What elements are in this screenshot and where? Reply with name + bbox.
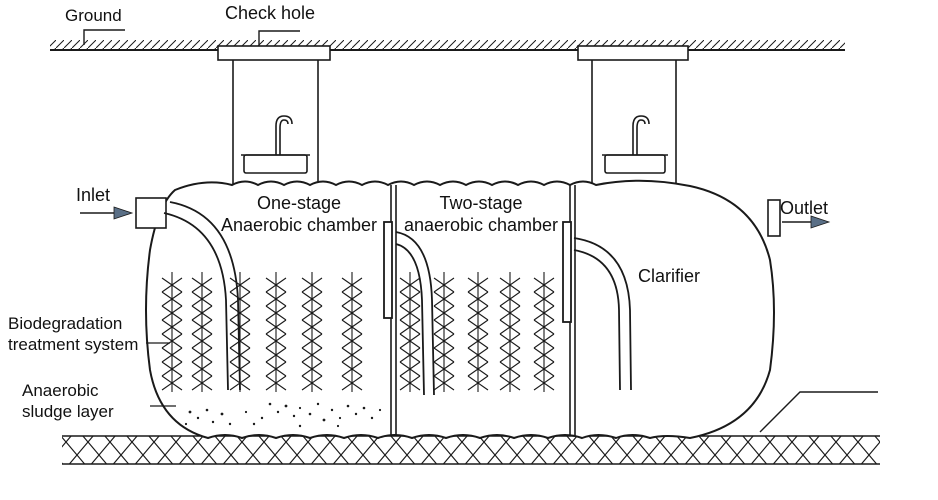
outlet-arrow-icon <box>782 215 831 229</box>
chamber1-title: One-stage Anaerobic chamber <box>218 192 380 236</box>
foundation-bed <box>62 435 880 465</box>
check-hole-left <box>217 45 331 185</box>
sludge-layer-label: Anaerobic sludge layer <box>22 380 114 422</box>
chamber2-title: Two-stage anaerobic chamber <box>398 192 564 236</box>
clarifier-label: Clarifier <box>638 266 701 286</box>
sludge-line2: sludge layer <box>22 402 114 421</box>
inlet-pipe <box>135 197 167 229</box>
check-hole-right <box>577 45 689 185</box>
check-hole-leader <box>258 30 300 48</box>
ground-surface <box>50 40 845 51</box>
chamber1-title-line2: Anaerobic chamber <box>220 215 378 235</box>
inlet-arrow-icon <box>80 206 134 220</box>
biodeg-line1: Biodegradation <box>8 314 123 333</box>
sludge-line1: Anaerobic <box>22 381 99 400</box>
ground-slope-line <box>759 391 878 433</box>
biodeg-line2: treatment system <box>8 335 139 354</box>
chamber1-title-line1: One-stage <box>256 193 342 213</box>
ground-label: Ground <box>65 6 122 25</box>
chamber2-title-line2: anaerobic chamber <box>403 215 559 235</box>
chamber2-title-line1: Two-stage <box>439 193 523 213</box>
outlet-label: Outlet <box>780 198 829 218</box>
biodegradation-label: Biodegradation treatment system <box>8 313 138 355</box>
baffle-chamber1 <box>163 201 241 391</box>
sludge-particles <box>184 402 382 428</box>
tank-body <box>145 179 775 440</box>
baffle-chamber2 <box>383 221 435 396</box>
inlet-label: Inlet <box>76 185 111 205</box>
baffle-clarifier <box>562 221 632 391</box>
ground-leader <box>83 29 125 45</box>
biofilter-media-chamber1 <box>161 271 363 393</box>
check-hole-label: Check hole <box>225 3 316 23</box>
outlet-pipe <box>767 199 781 237</box>
